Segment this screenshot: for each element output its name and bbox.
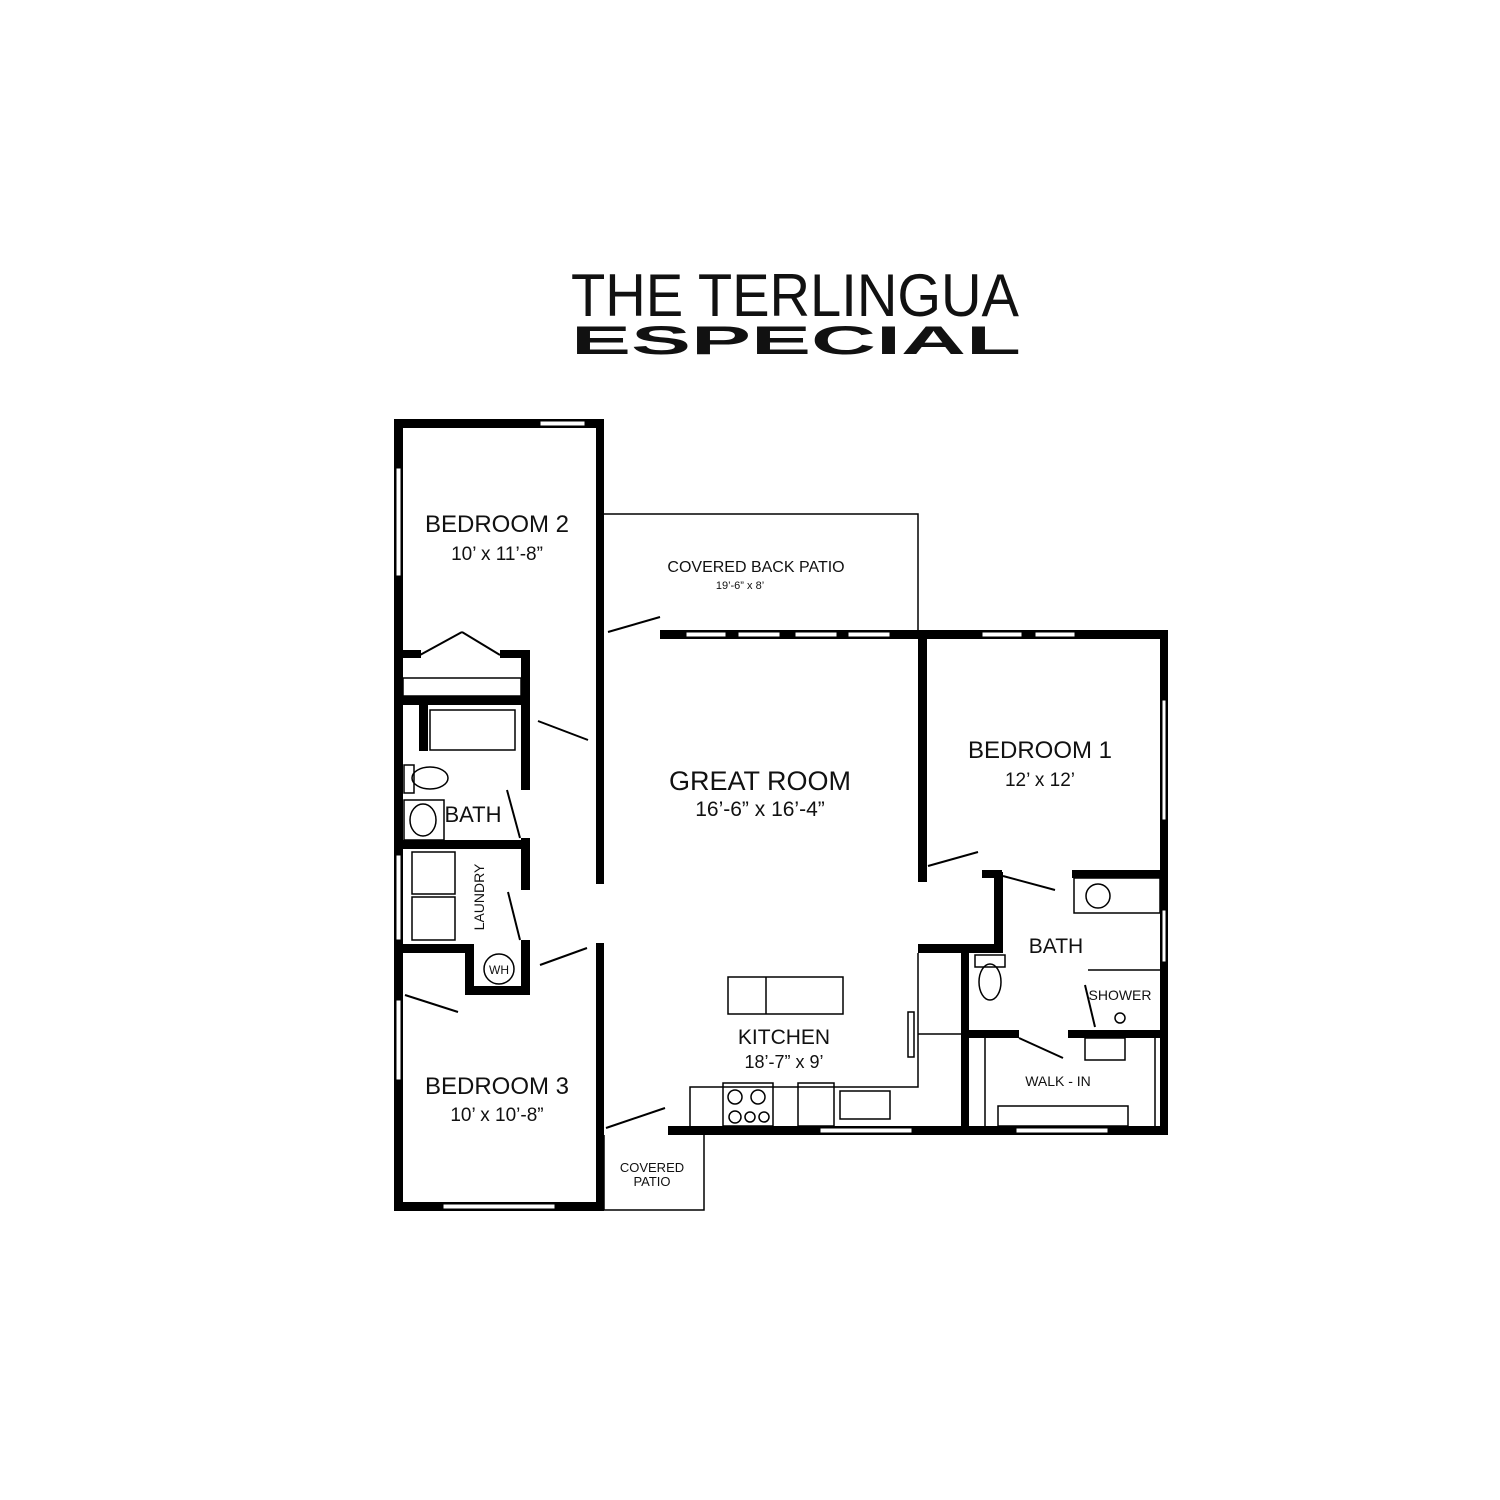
bath-left-label: BATH	[444, 802, 501, 827]
room-labels: BEDROOM 2 10’ x 11’-8” COVERED BACK PATI…	[425, 511, 1152, 1189]
kitchen-size: 18’-7” x 9’	[744, 1052, 823, 1072]
master-bath-label: BATH	[1029, 935, 1083, 958]
back-patio-size: 19’-6” x 8’	[716, 580, 764, 592]
laundry-label: LAUNDRY	[471, 863, 487, 930]
bedroom2-label: BEDROOM 2	[425, 511, 569, 538]
water-heater-label: WH	[489, 963, 509, 977]
plan-title: THE TERLINGUA	[571, 262, 1019, 329]
bedroom3-size: 10’ x 10’-8”	[450, 1105, 543, 1126]
great-room-label: GREAT ROOM	[669, 766, 851, 796]
doors	[404, 616, 1096, 1129]
back-patio-label: COVERED BACK PATIO	[667, 559, 844, 576]
fixtures	[403, 513, 1161, 1211]
bedroom2-size: 10’ x 11’-8”	[451, 544, 543, 565]
bedroom1-size: 12’ x 12’	[1005, 770, 1075, 791]
covered-patio-label: COVERED	[620, 1160, 684, 1175]
shower-label: SHOWER	[1089, 987, 1152, 1003]
bedroom1-label: BEDROOM 1	[968, 737, 1112, 764]
covered-patio-label-2: PATIO	[633, 1174, 670, 1189]
great-room-size: 16’-6” x 16’-4”	[695, 798, 825, 821]
kitchen-label: KITCHEN	[738, 1026, 830, 1049]
plan-subtitle: ESPECIAL	[571, 319, 1021, 363]
bedroom3-label: BEDROOM 3	[425, 1073, 569, 1100]
walls	[394, 419, 1168, 1211]
walk-in-label: WALK - IN	[1025, 1073, 1091, 1089]
